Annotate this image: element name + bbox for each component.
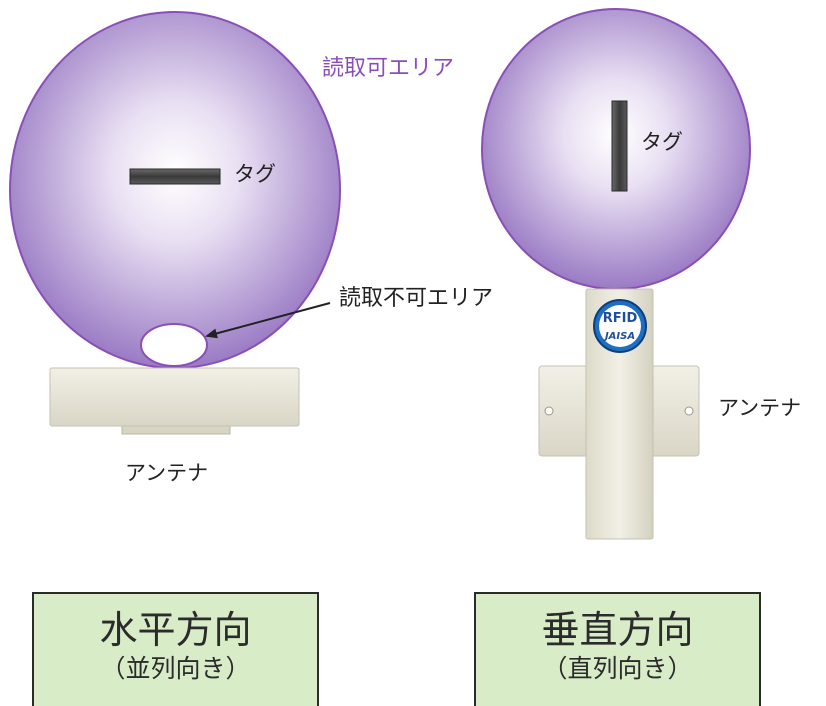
vertical-orientation-subtitle: （直列向き） bbox=[542, 654, 693, 683]
unreadable-area bbox=[140, 323, 208, 367]
antenna-horizontal bbox=[49, 367, 300, 435]
tag-horizontal bbox=[129, 168, 221, 185]
vertical-orientation-box: 垂直方向 （直列向き） bbox=[474, 592, 761, 706]
tag-label-left: タグ bbox=[234, 162, 276, 186]
rfid-logo-bottom-text: JAISA bbox=[603, 331, 635, 342]
horizontal-orientation-box: 水平方向 （並列向き） bbox=[32, 592, 319, 706]
vertical-orientation-title: 垂直方向 bbox=[541, 608, 694, 652]
read-area-label: 読取可エリア bbox=[322, 56, 455, 81]
horizontal-orientation-title: 水平方向 bbox=[99, 608, 252, 652]
antenna-vertical bbox=[538, 288, 700, 540]
tag-label-right: タグ bbox=[641, 130, 683, 154]
rfid-logo-top-text: RFID bbox=[603, 311, 638, 326]
unreadable-area-label: 読取不可エリア bbox=[339, 286, 494, 311]
antenna-label-right: アンテナ bbox=[718, 396, 802, 420]
tag-vertical bbox=[611, 100, 628, 192]
antenna-label-left: アンテナ bbox=[125, 461, 209, 485]
unreadable-arrow bbox=[205, 302, 331, 339]
horizontal-orientation-subtitle: （並列向き） bbox=[100, 654, 251, 683]
rfid-logo: RFID JAISA bbox=[593, 299, 647, 353]
